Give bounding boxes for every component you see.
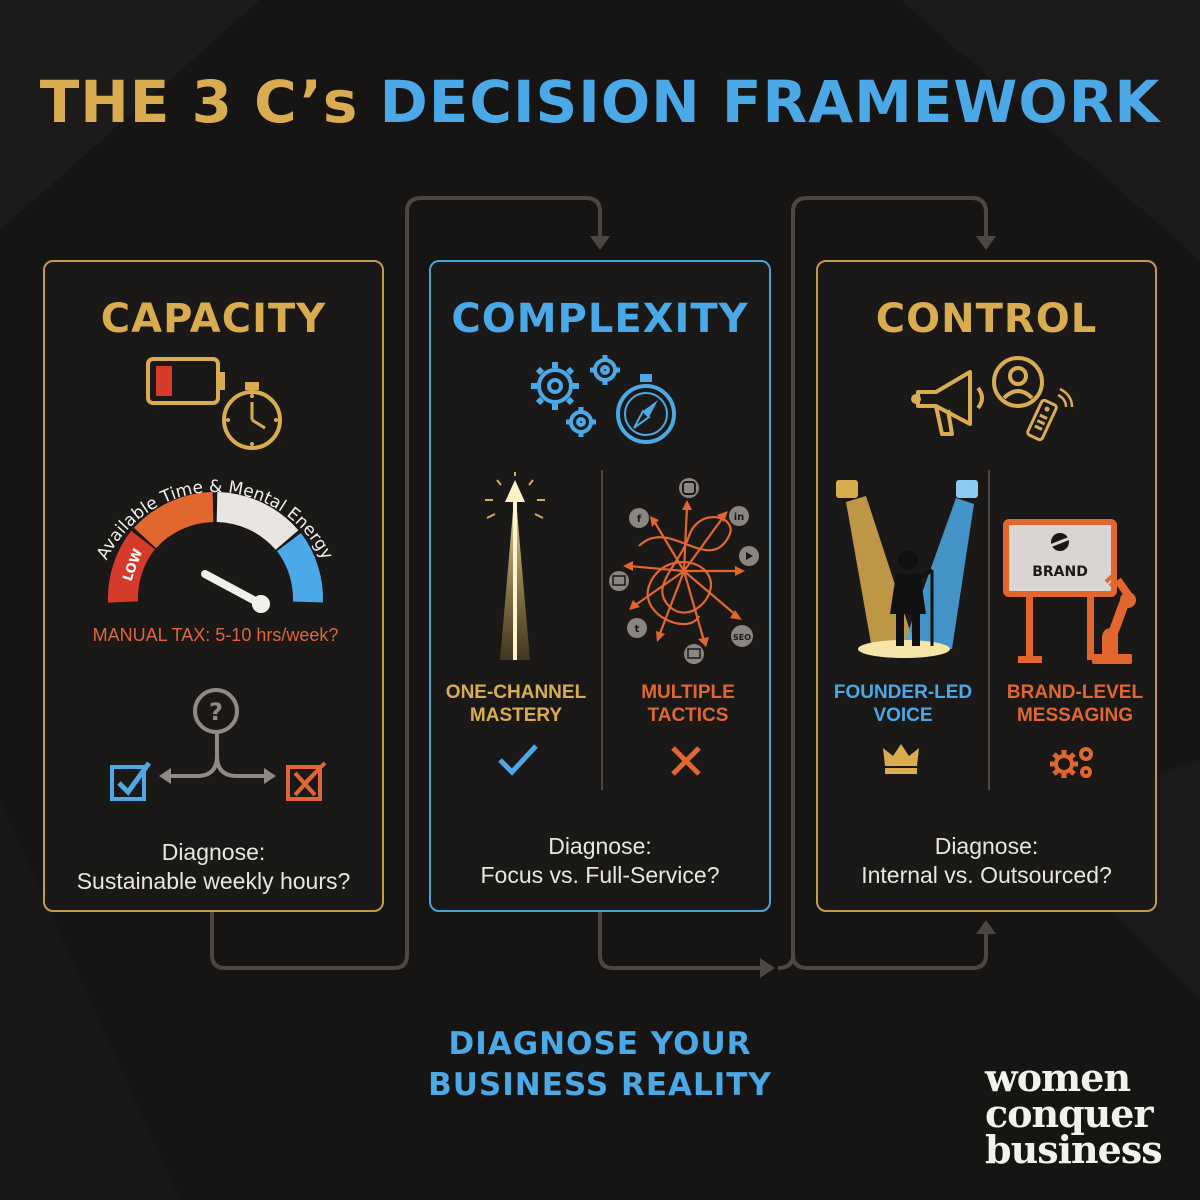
complexity-diagnose-question: Focus vs. Full-Service? — [480, 862, 720, 888]
compass-icon — [616, 374, 676, 444]
brand-logo: women conquer business — [985, 1055, 1163, 1172]
spotlight-speaker-icon — [836, 480, 978, 658]
battery-low-icon — [146, 357, 225, 405]
small-gears-icon — [1050, 747, 1093, 778]
svg-text:t: t — [635, 624, 640, 635]
gears-icon — [531, 355, 620, 437]
page-title: THE 3 C’s DECISION FRAMEWORK — [0, 68, 1200, 136]
megaphone-icon — [911, 370, 984, 436]
x-icon — [671, 746, 701, 776]
multiple-tactics-line-1: MULTIPLE — [641, 682, 735, 703]
branch-arrows-icon — [159, 734, 276, 784]
one-channel-label: ONE-CHANNEL MASTERY — [431, 681, 601, 727]
control-diagnose: Diagnose: Internal vs. Outsourced? — [818, 832, 1155, 890]
capacity-title: CAPACITY — [100, 296, 327, 342]
title-part-2: DECISION FRAMEWORK — [379, 68, 1161, 136]
footer-tagline: DIAGNOSE YOUR BUSINESS REALITY — [400, 1024, 800, 1106]
capacity-card: CAPACITY Available Time & Mental Energy … — [43, 260, 384, 912]
capacity-diagnose: Diagnose: Sustainable weekly hours? — [45, 838, 382, 896]
tangled-arrows-icon: f in t SEO — [609, 478, 759, 664]
checkbox-x-icon — [286, 761, 327, 801]
control-diagnose-question: Internal vs. Outsourced? — [861, 862, 1112, 888]
divider-line — [601, 470, 603, 790]
control-diagnose-label: Diagnose: — [934, 833, 1039, 859]
logo-line-1: women — [985, 1055, 1131, 1100]
founder-led-line-1: FOUNDER-LED — [833, 682, 973, 703]
rising-arrow-icon — [485, 472, 545, 660]
svg-text:?: ? — [209, 698, 223, 726]
question-icon: ? — [193, 688, 239, 734]
remote-icon — [1026, 387, 1074, 442]
control-title: CONTROL — [875, 296, 1098, 342]
complexity-diagnose-label: Diagnose: — [548, 833, 652, 859]
complexity-diagnose: Diagnose: Focus vs. Full-Service? — [431, 832, 769, 890]
brand-sign-label: BRAND — [1032, 564, 1088, 580]
brand-level-label: BRAND-LEVEL MESSAGING — [990, 681, 1160, 727]
complexity-card: COMPLEXITY — [429, 260, 771, 912]
capacity-diagnose-label: Diagnose: — [161, 839, 266, 865]
check-icon — [498, 744, 538, 776]
title-part-1: THE 3 C’s — [39, 68, 359, 136]
control-card: CONTROL — [816, 260, 1157, 912]
person-icon — [992, 356, 1044, 408]
founder-led-label: FOUNDER-LED VOICE — [818, 681, 988, 727]
footer-line-1: DIAGNOSE YOUR — [448, 1026, 752, 1062]
clock-icon — [222, 382, 282, 450]
one-channel-line-1: ONE-CHANNEL — [445, 682, 587, 703]
logo-line-3: business — [985, 1127, 1163, 1172]
capacity-diagnose-question: Sustainable weekly hours? — [76, 868, 351, 894]
footer-line-2: BUSINESS REALITY — [428, 1067, 772, 1103]
brand-level-line-1: BRAND-LEVEL — [1006, 682, 1144, 703]
svg-text:in: in — [734, 512, 745, 523]
founder-led-line-2: VOICE — [873, 705, 933, 726]
multiple-tactics-label: MULTIPLE TACTICS — [603, 681, 773, 727]
seo-label: SEO — [733, 633, 751, 642]
svg-text:f: f — [637, 514, 642, 525]
multiple-tactics-line-2: TACTICS — [647, 705, 729, 726]
crown-icon — [883, 744, 919, 774]
manual-tax-label: MANUAL TAX: 5-10 hrs/week? — [92, 625, 339, 645]
brand-level-line-2: MESSAGING — [1016, 705, 1134, 726]
checkbox-check-icon — [110, 761, 152, 801]
one-channel-line-2: MASTERY — [469, 705, 563, 726]
divider-line — [988, 470, 990, 790]
logo-line-2: conquer — [985, 1091, 1154, 1136]
robot-arm-icon — [1092, 574, 1136, 664]
complexity-title: COMPLEXITY — [451, 296, 749, 342]
brand-sign-icon: BRAND — [1003, 519, 1117, 663]
gauge-icon: Available Time & Mental Energy LOW — [93, 477, 337, 613]
